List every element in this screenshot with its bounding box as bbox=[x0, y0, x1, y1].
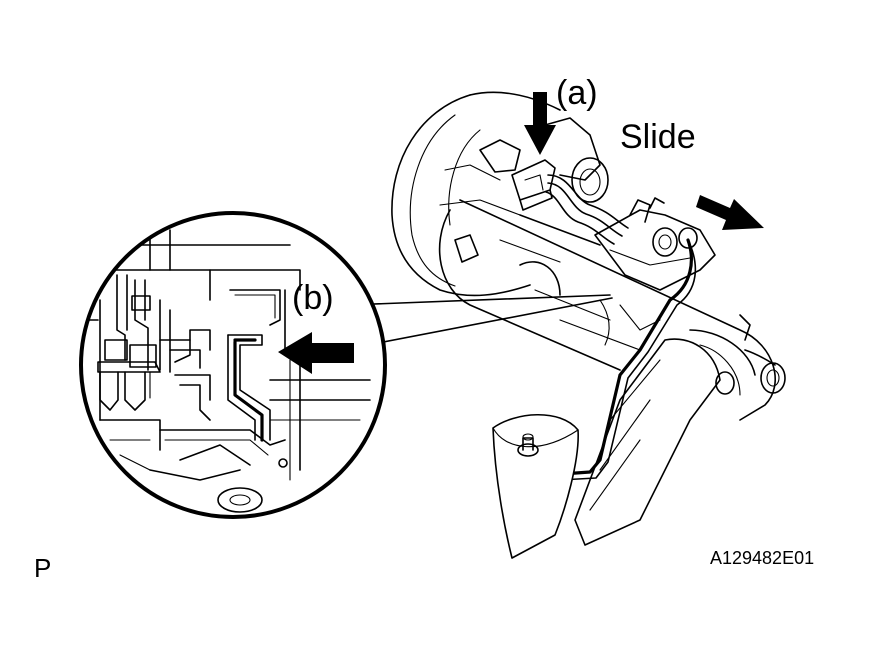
float-arm bbox=[546, 238, 693, 477]
arrow-left-icon bbox=[278, 332, 354, 374]
grommet-b bbox=[227, 334, 271, 441]
slide-label: Slide bbox=[620, 118, 696, 156]
fuel-pump-assembly bbox=[391, 91, 786, 559]
callout-label-b: (b) bbox=[292, 279, 334, 317]
pump-body bbox=[459, 199, 776, 421]
detail-magnifier bbox=[79, 211, 387, 519]
fuel-float bbox=[492, 414, 579, 559]
connector-a bbox=[511, 159, 556, 201]
sender-bracket bbox=[574, 338, 721, 546]
page-marker-label: P bbox=[34, 553, 52, 583]
arrow-down-icon bbox=[524, 92, 556, 155]
arrow-right-down-icon bbox=[696, 195, 764, 230]
pump-flange bbox=[391, 94, 531, 297]
magnifier-ring bbox=[79, 211, 387, 519]
callout-leader bbox=[347, 294, 613, 346]
callout-label-a: (a) bbox=[556, 74, 598, 112]
figure-code-label: A129482E01 bbox=[710, 548, 815, 568]
